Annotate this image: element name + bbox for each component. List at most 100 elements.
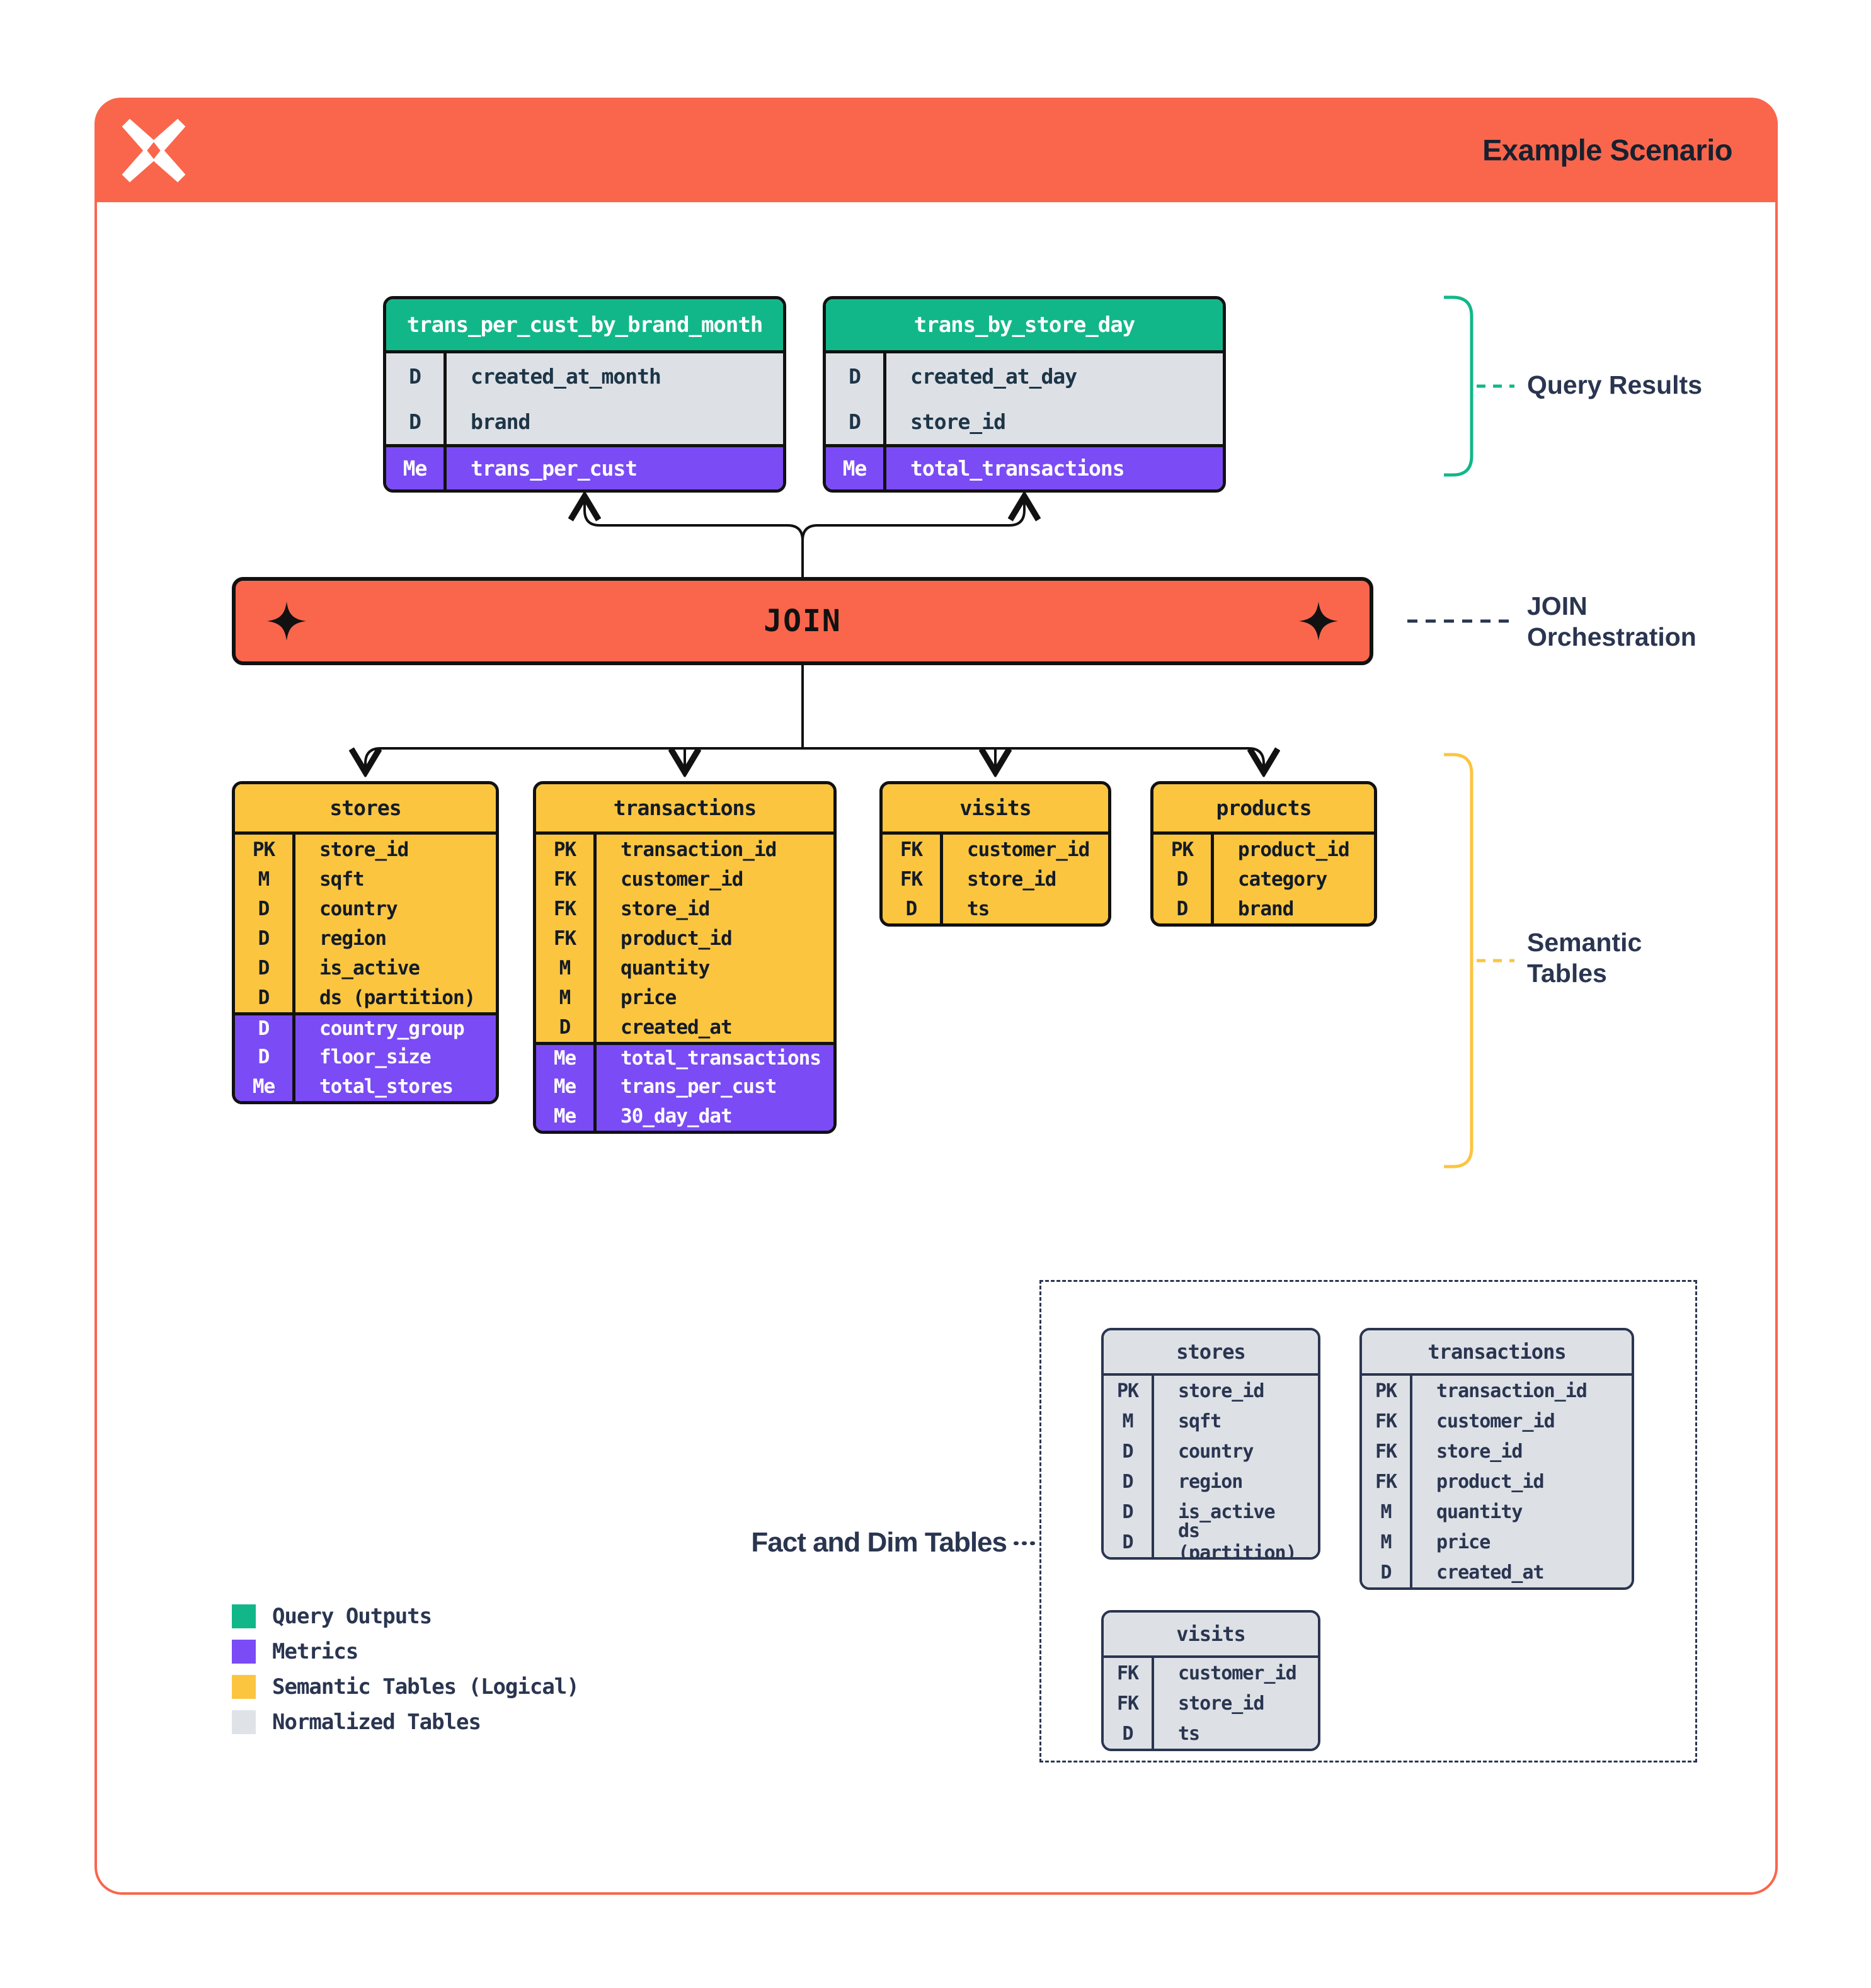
row-key-badge: FK bbox=[1104, 1688, 1154, 1718]
legend-label: Query Outputs bbox=[272, 1604, 432, 1629]
row-field-name: store_id bbox=[1436, 1440, 1523, 1463]
row-key-badge: FK bbox=[536, 864, 597, 894]
normalized-tables-swatch-icon bbox=[232, 1710, 256, 1734]
table-row: FK store_id bbox=[883, 864, 1108, 894]
row-field-name: total_stores bbox=[319, 1075, 454, 1098]
row-field-name: is_active bbox=[1178, 1500, 1276, 1523]
row-field-name: country bbox=[319, 897, 398, 920]
row-field-name: total_transactions bbox=[621, 1047, 821, 1070]
row-field-name: sqft bbox=[1178, 1410, 1222, 1432]
row-field-name: ds (partition) bbox=[1178, 1520, 1297, 1560]
row-field-name: customer_id bbox=[1178, 1662, 1297, 1684]
row-field-name: store_id bbox=[1178, 1380, 1265, 1402]
row-field-name: store_id bbox=[319, 838, 409, 861]
table-title: stores bbox=[235, 784, 496, 835]
row-key-badge: M bbox=[536, 983, 597, 1012]
metrics-swatch-icon bbox=[232, 1640, 256, 1664]
row-field-name: brand bbox=[471, 409, 530, 434]
legend-label: Metrics bbox=[272, 1639, 358, 1664]
row-field-name: price bbox=[1436, 1531, 1491, 1553]
row-key-badge: M bbox=[1104, 1406, 1154, 1436]
row-key-badge: Me bbox=[536, 1101, 597, 1131]
row-field-name: customer_id bbox=[1436, 1410, 1555, 1432]
row-key-badge: FK bbox=[1104, 1658, 1154, 1688]
legend-item: Query Outputs bbox=[232, 1599, 579, 1634]
row-field-name: store_id bbox=[621, 897, 710, 920]
row-key-badge: M bbox=[536, 953, 597, 983]
row-key-badge: PK bbox=[235, 835, 295, 864]
row-key-badge: FK bbox=[1362, 1436, 1412, 1466]
row-field-name: floor_size bbox=[319, 1045, 432, 1068]
row-key-badge: PK bbox=[1362, 1376, 1412, 1406]
row-key-badge: D bbox=[1104, 1527, 1154, 1557]
row-key-badge: D bbox=[1104, 1718, 1154, 1749]
row-key-badge: D bbox=[386, 399, 447, 444]
row-key-badge: D bbox=[826, 399, 886, 444]
row-field-name: country_group bbox=[319, 1017, 465, 1040]
row-field-name: country bbox=[1178, 1440, 1254, 1463]
row-key-badge: D bbox=[1153, 864, 1214, 894]
row-key-badge: D bbox=[235, 923, 295, 953]
row-key-badge: FK bbox=[883, 835, 943, 864]
row-field-name: quantity bbox=[1436, 1500, 1523, 1523]
semantic-tables-swatch-icon bbox=[232, 1675, 256, 1699]
row-field-name: total_transactions bbox=[910, 456, 1125, 481]
row-key-badge: D bbox=[235, 894, 295, 923]
row-field-name: category bbox=[1238, 867, 1327, 891]
table-row: FK store_id bbox=[1362, 1436, 1632, 1466]
table-title: products bbox=[1153, 784, 1374, 835]
row-key-badge: D bbox=[235, 1042, 295, 1071]
row-key-badge: D bbox=[235, 953, 295, 983]
row-field-name: store_id bbox=[967, 867, 1056, 891]
row-field-name: trans_per_cust bbox=[471, 456, 638, 481]
row-field-name: ds (partition) bbox=[319, 986, 476, 1009]
row-field-name: ts bbox=[1178, 1722, 1200, 1745]
table-title: visits bbox=[883, 784, 1108, 835]
legend-item: Metrics bbox=[232, 1634, 579, 1669]
four-point-star-icon bbox=[1298, 600, 1339, 642]
query-results-label: Query Results bbox=[1527, 370, 1702, 399]
row-key-badge: FK bbox=[883, 864, 943, 894]
row-field-name: product_id bbox=[1436, 1470, 1545, 1493]
row-key-badge: FK bbox=[1362, 1466, 1412, 1497]
row-key-badge: Me bbox=[536, 1045, 597, 1071]
row-key-badge: PK bbox=[536, 835, 597, 864]
row-field-name: sqft bbox=[319, 867, 365, 891]
four-point-star-icon bbox=[266, 600, 307, 642]
row-field-name: quantity bbox=[621, 956, 710, 980]
table-title: trans_by_store_day bbox=[826, 299, 1223, 353]
row-field-name: created_at bbox=[621, 1015, 733, 1039]
row-key-badge: FK bbox=[1362, 1406, 1412, 1436]
table-title: visits bbox=[1104, 1613, 1318, 1658]
row-key-badge: D bbox=[826, 353, 886, 399]
